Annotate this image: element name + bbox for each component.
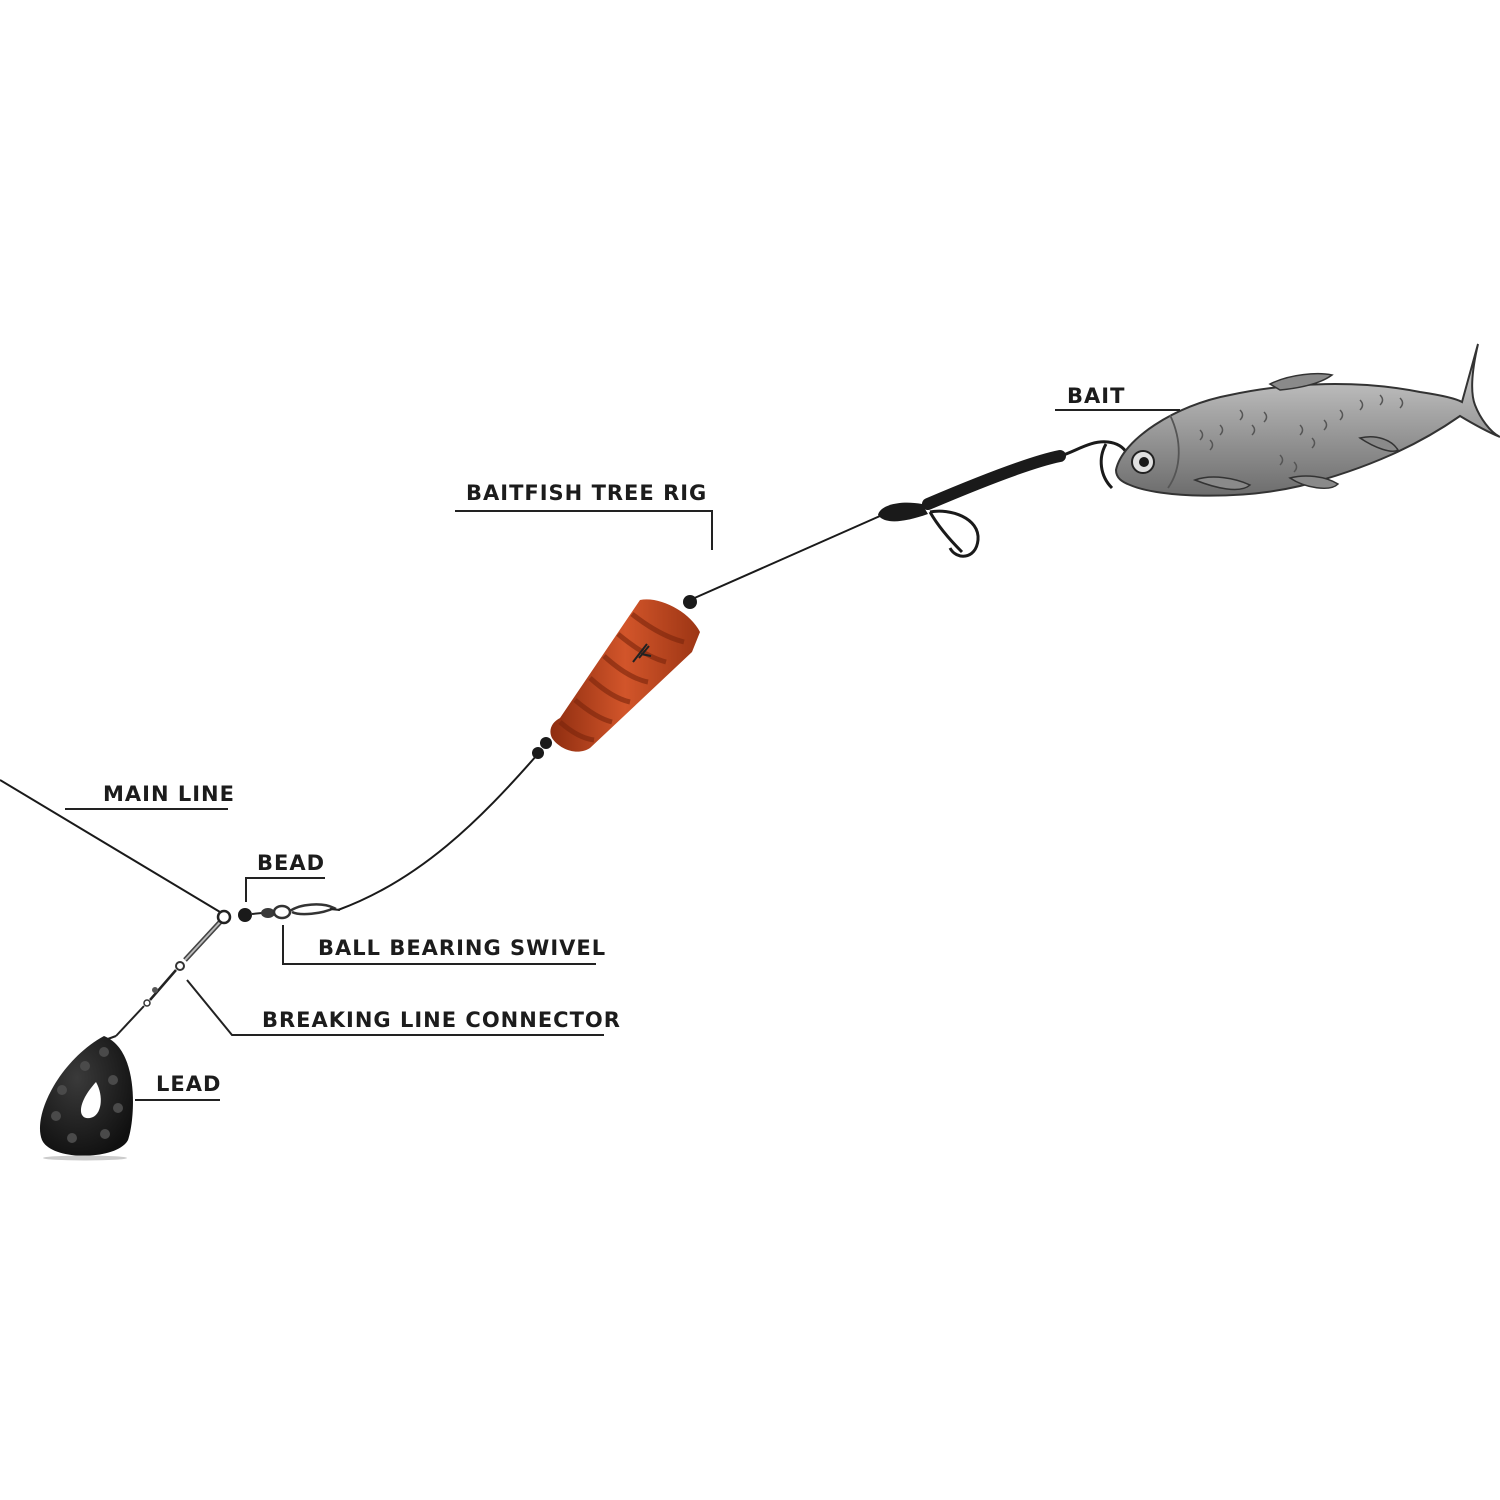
rig-line-lower — [337, 754, 538, 911]
label-rig: BAITFISH TREE RIG — [455, 481, 713, 550]
baitfish-tree-rig-float — [550, 599, 700, 752]
lead-weight-icon — [39, 1035, 133, 1161]
label-connector-text: BREAKING LINE CONNECTOR — [262, 1008, 621, 1032]
label-swivel: BALL BEARING SWIVEL — [282, 925, 606, 965]
label-bead-text: BEAD — [257, 851, 325, 875]
float-bead-lower-1 — [532, 747, 544, 759]
float-bead-upper — [683, 595, 697, 609]
ring-icon — [216, 909, 232, 925]
label-lead-text: LEAD — [156, 1072, 221, 1096]
label-rig-text: BAITFISH TREE RIG — [466, 481, 707, 505]
label-connector: BREAKING LINE CONNECTOR — [186, 979, 621, 1036]
breaking-line-connector-drawing — [115, 918, 224, 1037]
label-bait-text: BAIT — [1067, 384, 1125, 408]
treble-hook-icon — [878, 440, 1132, 558]
main-line — [0, 779, 221, 913]
float-bead-lower-2 — [540, 737, 552, 749]
bead-icon — [238, 908, 252, 922]
label-main-line: MAIN LINE — [65, 782, 235, 810]
swivel-icon — [251, 903, 341, 920]
label-bait: BAIT — [1055, 384, 1180, 411]
bait-fish-icon — [1114, 343, 1500, 497]
label-bead: BEAD — [245, 851, 325, 902]
label-swivel-text: BALL BEARING SWIVEL — [318, 936, 606, 960]
rig-line-upper — [689, 515, 881, 601]
label-main-line-text: MAIN LINE — [103, 782, 235, 806]
label-lead: LEAD — [135, 1072, 221, 1101]
